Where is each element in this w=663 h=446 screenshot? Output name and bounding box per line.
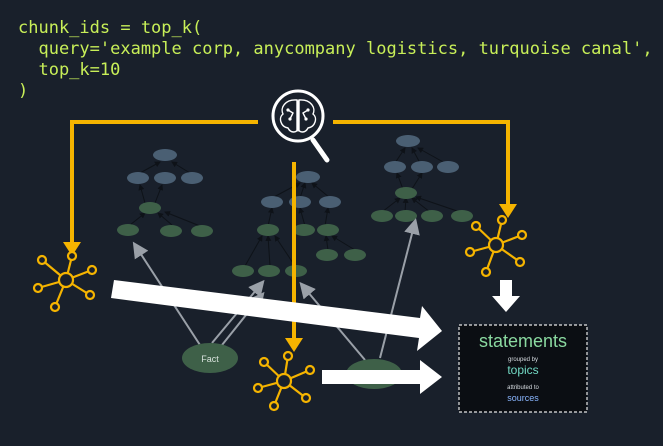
statement-nodes (117, 202, 213, 237)
grouped-by-label: grouped by (508, 357, 538, 363)
hub-network-icon (32, 250, 98, 313)
graph-tree-middle (232, 171, 366, 277)
code-line-4: ) (18, 81, 29, 101)
search-brain-icon (271, 89, 330, 163)
topics-label: topics (507, 363, 538, 377)
attributed-to-label: attributed to (507, 385, 539, 391)
statement-nodes (232, 224, 366, 277)
fact-node: Fact (182, 343, 238, 373)
result-arrows (111, 280, 520, 394)
statement-nodes (371, 187, 473, 222)
fact-node-label: Fact (201, 354, 219, 364)
result-box: statements grouped by topics attributed … (458, 324, 588, 413)
hub-network-icon (464, 214, 528, 278)
topic-nodes (384, 135, 459, 173)
hub-network-icon (252, 350, 316, 412)
topic-nodes (261, 171, 341, 208)
code-line-1: chunk_ids = top_k( (18, 18, 203, 38)
graph-tree-left (117, 149, 213, 237)
code-block: chunk_ids = top_k( query='example corp, … (18, 18, 653, 102)
topic-nodes (127, 149, 203, 184)
retrieval-arrowheads (63, 204, 517, 352)
graph-tree-right (371, 135, 473, 222)
white-arrow-down (492, 280, 520, 312)
code-line-2: query='example corp, anycompany logistic… (18, 39, 653, 59)
white-arrow-horizontal (322, 360, 442, 394)
white-arrow-diagonal (111, 280, 442, 351)
sources-label: sources (507, 393, 539, 403)
result-title: statements (479, 331, 567, 351)
code-line-3: top_k=10 (18, 60, 121, 80)
